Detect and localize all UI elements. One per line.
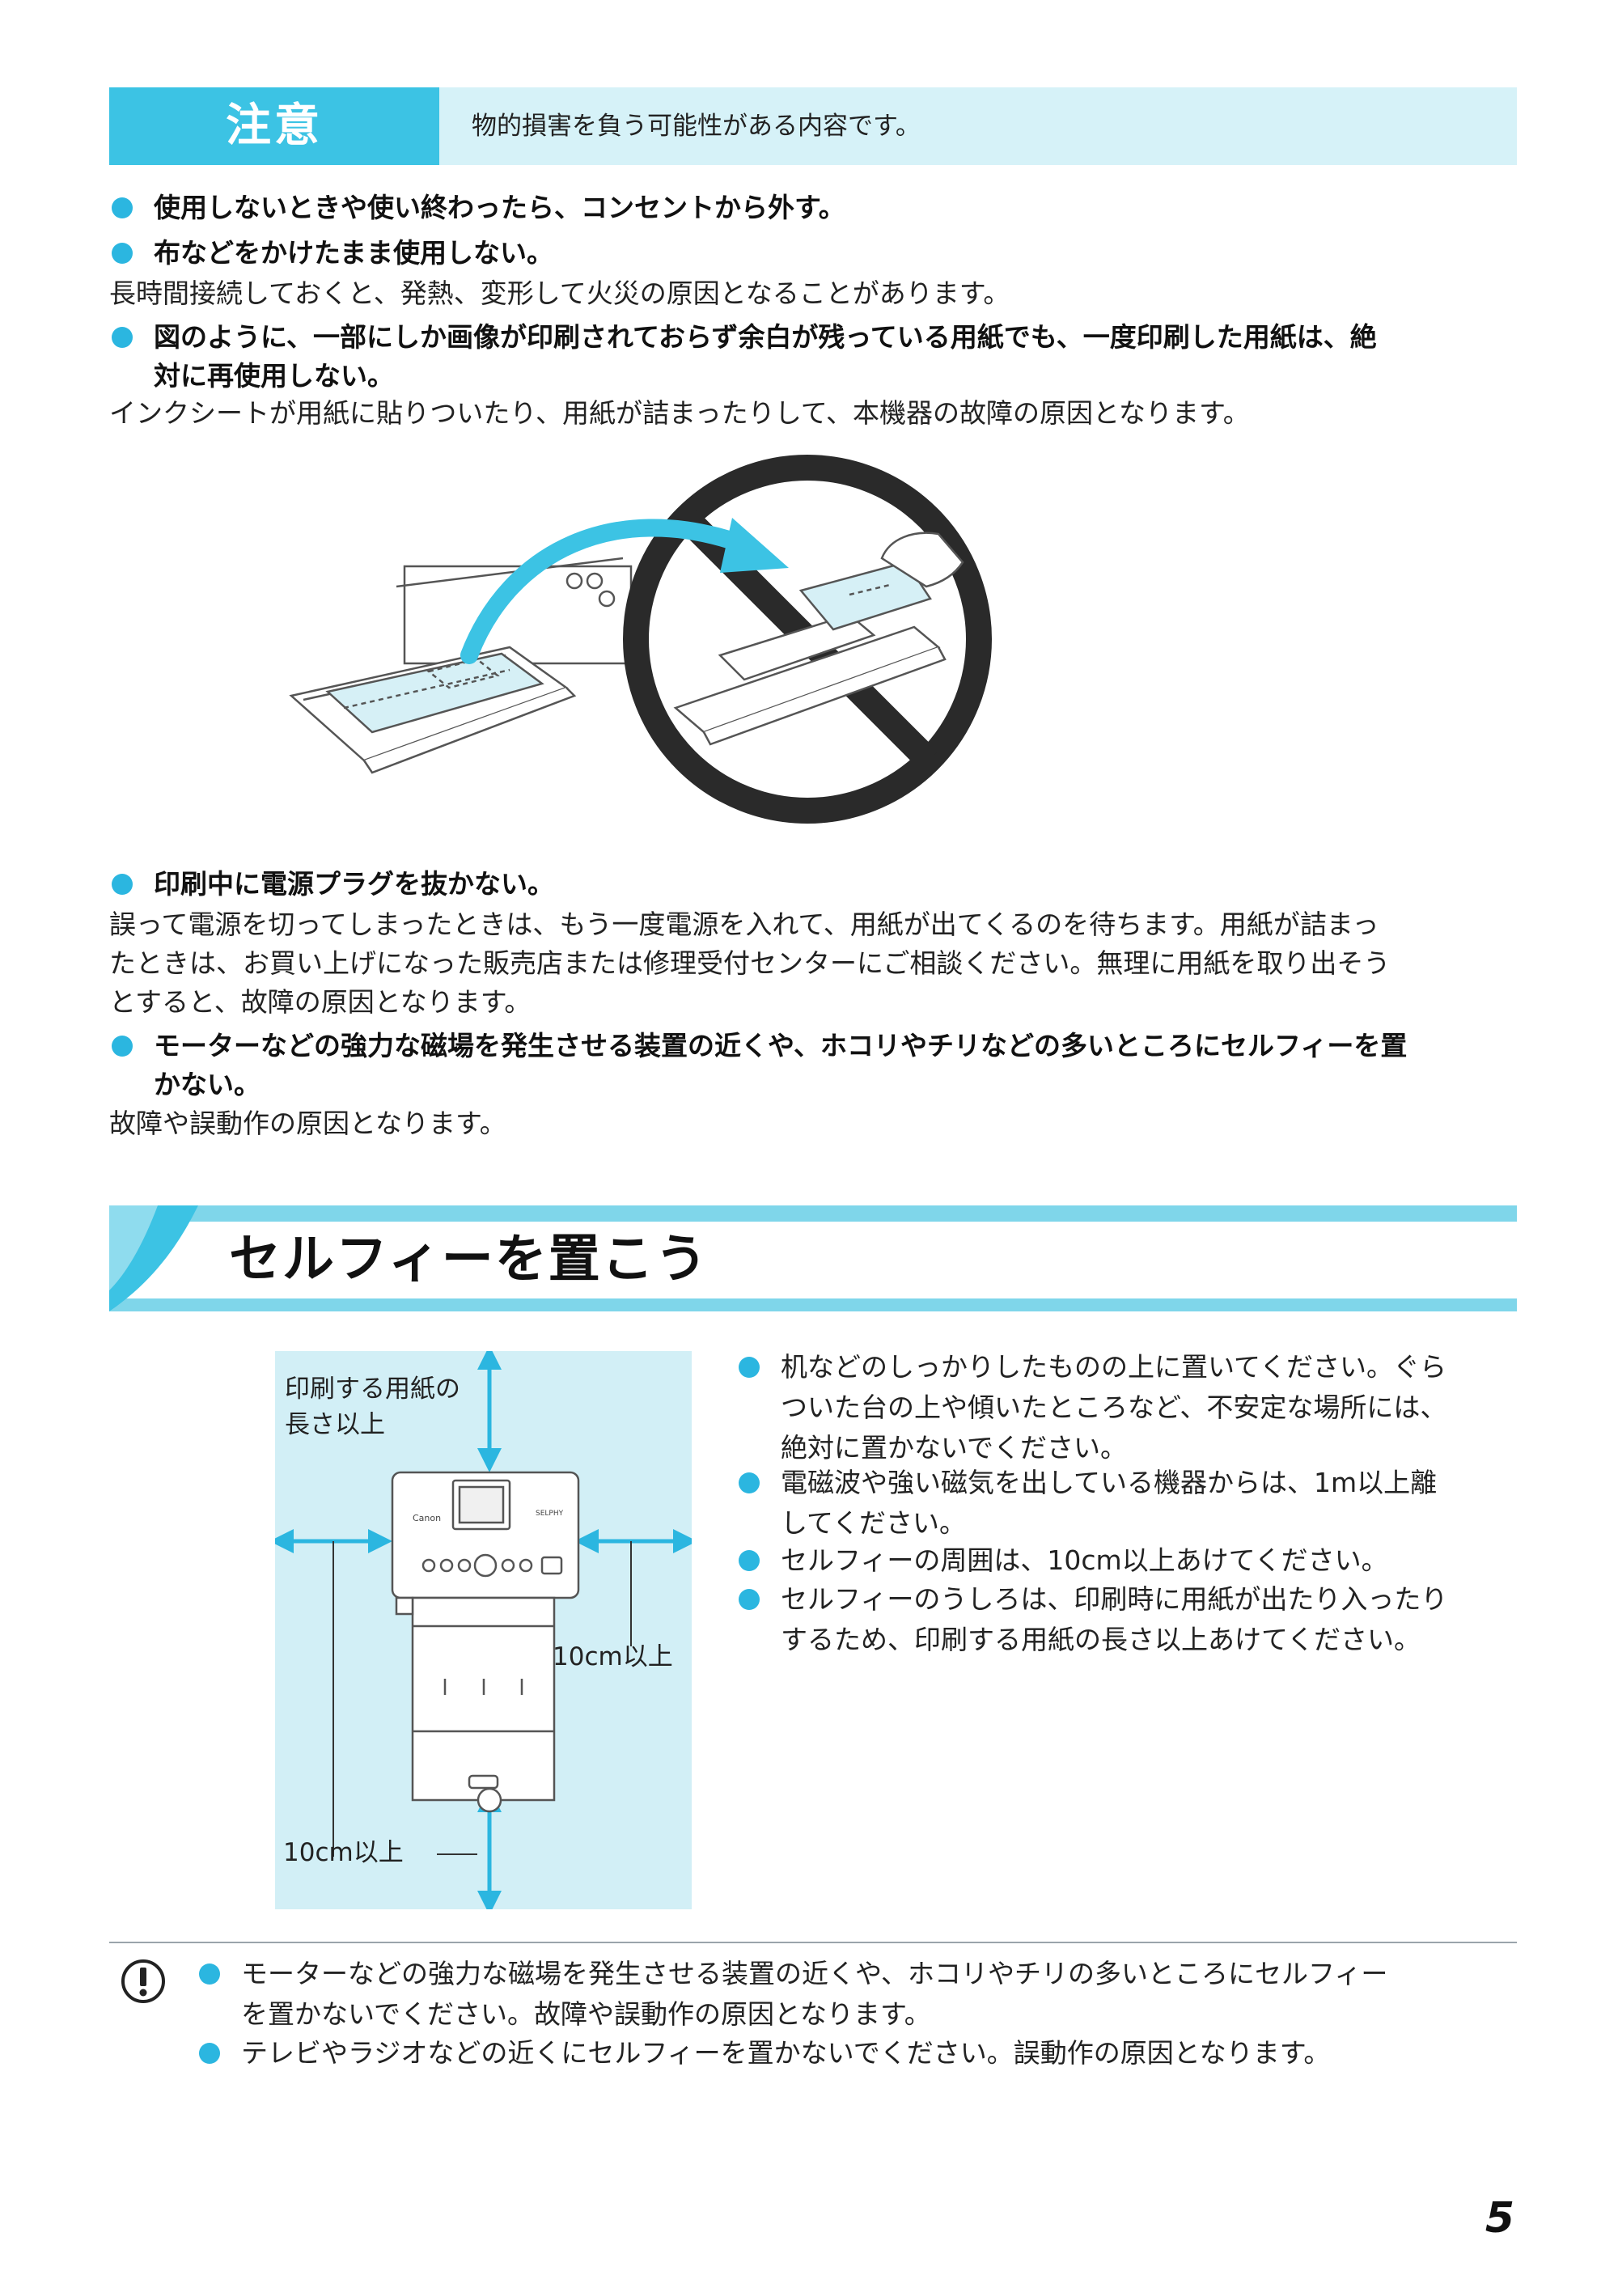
page-number: 5 — [1485, 2194, 1514, 2243]
caution-item-continuation: 対に再使用しない。 — [154, 360, 394, 392]
arrow-head-icon — [720, 518, 789, 573]
paper-reuse-illustration — [289, 455, 992, 824]
caution-item-no-cover: 布などをかけたまま使用しない。 — [112, 233, 553, 273]
caution-body-line: インクシートが用紙に貼りついたり、用紙が詰まったりして、本機器の故障の原因となり… — [109, 397, 1250, 429]
diagram-label-side-clearance: 10cm以上 — [553, 1642, 673, 1671]
section-header-ornament-icon — [109, 1205, 198, 1311]
bullet-icon — [199, 1963, 220, 1985]
bullet-icon — [112, 874, 133, 895]
bullet-icon — [112, 197, 133, 218]
printer-illustration — [289, 557, 633, 774]
diagram-label-front-clearance: 10cm以上 — [283, 1838, 404, 1867]
caution-label: 注意 — [109, 87, 439, 165]
section-header-bar — [109, 1298, 1517, 1311]
caution-note-icon — [121, 1959, 165, 2003]
note-item: モーターなどの強力な磁場を発生させる装置の近くや、ホコリやチリの多いところにセル… — [199, 1954, 1387, 2035]
section-header-bar — [109, 1205, 1517, 1222]
section-title: セルフィーを置こう — [229, 1230, 709, 1290]
caution-description: 物的損害を負う可能性がある内容です。 — [472, 112, 921, 141]
caution-body-line: たときは、お買い上げになった販売店または修理受付センターにご相談ください。無理に… — [109, 947, 1391, 979]
caution-item-continuation: かない。 — [154, 1069, 260, 1100]
caution-item-magnetic: モーターなどの強力な磁場を発生させる装置の近くや、ホコリやチリなどの多いところに… — [112, 1026, 1407, 1066]
bullet-icon — [112, 327, 133, 348]
placement-item: 机などのしっかりしたものの上に置いてください。ぐら ついた台の上や傾いたところな… — [739, 1347, 1446, 1468]
note-divider — [109, 1942, 1517, 1943]
caution-body-line: 長時間接続しておくと、発熱、変形して火災の原因となることがあります。 — [109, 277, 1010, 309]
printer-brand-label: Canon — [413, 1513, 441, 1523]
reinsert-arrow-icon — [460, 519, 745, 664]
placement-item: 電磁波や強い磁気を出している機器からは、1m以上離 してください。 — [739, 1463, 1437, 1544]
paper-tray-illustration — [673, 532, 964, 746]
caution-body-line: とすると、故障の原因となります。 — [109, 986, 532, 1018]
bullet-icon — [739, 1357, 760, 1378]
bullet-icon — [739, 1589, 760, 1610]
note-item: テレビやラジオなどの近くにセルフィーを置かないでください。誤動作の原因となります… — [199, 2033, 1330, 2074]
caution-body-line: 故障や誤動作の原因となります。 — [109, 1108, 506, 1139]
caution-item-unplug: 使用しないときや使い終わったら、コンセントから外す。 — [112, 188, 845, 228]
bullet-icon — [739, 1550, 760, 1571]
bullet-icon — [739, 1472, 760, 1493]
placement-item: セルフィーの周囲は、10cm以上あけてください。 — [739, 1540, 1388, 1581]
bullet-icon — [112, 1036, 133, 1057]
placement-item: セルフィーのうしろは、印刷時に用紙が出たり入ったり するため、印刷する用紙の長さ… — [739, 1579, 1447, 1660]
caution-item-power-plug: 印刷中に電源プラグを抜かない。 — [112, 864, 554, 904]
bullet-icon — [112, 243, 133, 264]
printer-model-label: SELPHY — [536, 1510, 564, 1518]
caution-body-line: 誤って電源を切ってしまったときは、もう一度電源を入れて、用紙が出てくるのを待ちま… — [109, 909, 1379, 940]
diagram-label-paper-length: 印刷する用紙の 長さ以上 — [285, 1375, 460, 1439]
placement-diagram-drawing: Canon SELPHY — [275, 1351, 692, 1909]
caution-item-no-reuse: 図のように、一部にしか画像が印刷されておらず余白が残っている用紙でも、一度印刷し… — [112, 317, 1377, 358]
bullet-icon — [199, 2043, 220, 2064]
printer-top-view-illustration — [391, 1471, 580, 1813]
